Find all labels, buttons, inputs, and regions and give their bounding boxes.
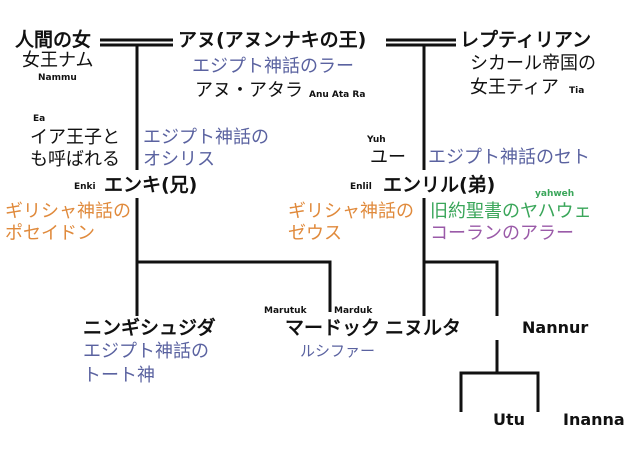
enki-label: エンキ(兄) (104, 174, 198, 196)
reptilian-line1: シカール帝国の (470, 53, 596, 74)
enki-latin: Enki (74, 182, 96, 192)
quran-label: コーランのアラー (430, 223, 574, 244)
old-testament-label: 旧約聖書のヤハウェ (430, 201, 592, 222)
enlil-greek-line2: ゼウス (288, 223, 342, 244)
yu-label: ユー (370, 147, 406, 168)
yahweh-latin: yahweh (535, 189, 575, 199)
nannur-label: Nannur (522, 318, 589, 337)
tia-latin: Tia (569, 86, 585, 96)
enlil-latin: Enlil (350, 182, 372, 192)
enlil-egypt-label: エジプト神話のセト (428, 147, 590, 168)
marduk-branch (137, 260, 332, 312)
marduk-latin: Marduk (334, 306, 373, 316)
reptilian-label: レプティリアン (460, 29, 592, 51)
anu-atara-label: アヌ・アタラ (195, 80, 303, 101)
inanna-label: Inanna (563, 410, 625, 429)
anu-egypt-label: エジプト神話のラー (192, 56, 354, 77)
marutuk-latin: Marutuk (264, 306, 307, 316)
utu-label: Utu (493, 410, 526, 429)
enki-greek-line2: ポセイドン (5, 223, 95, 244)
ningishzida-egypt-line1: エジプト神話の (83, 341, 209, 362)
enki-greek-line1: ギリシャ神話の (5, 201, 131, 222)
queen-nammu-label: 女王ナム (22, 50, 94, 71)
yuh-latin: Yuh (367, 135, 386, 145)
anu-label: アヌ(アヌンナキの王) (178, 29, 367, 51)
human-woman-label: 人間の女 (15, 29, 92, 51)
nammu-latin: Nammu (38, 73, 77, 83)
ningishzida-label: ニンギシュジダ (83, 317, 216, 339)
ea-latin: Ea (33, 114, 46, 124)
enki-egypt-line2: オシリス (143, 149, 215, 170)
utu-branch (459, 371, 540, 412)
enlil-greek-line1: ギリシャ神話の (288, 201, 414, 222)
lucifer-label: ルシファー (300, 342, 376, 360)
enki-egypt-line1: エジプト神話の (143, 127, 269, 148)
ninurta-label: ニヌルタ (385, 317, 462, 339)
reptilian-line2: 女王ティア (470, 77, 559, 98)
enki-alias-line1: イア王子と (30, 127, 120, 148)
marduk-label: マードック (285, 317, 381, 339)
nannur-branch (424, 260, 499, 316)
enlil-label: エンリル(弟) (383, 174, 496, 196)
enki-alias-line2: も呼ばれる (30, 149, 120, 170)
ningishzida-egypt-line2: トート神 (83, 365, 155, 386)
anu-ata-ra-latin: Anu Ata Ra (309, 90, 366, 100)
